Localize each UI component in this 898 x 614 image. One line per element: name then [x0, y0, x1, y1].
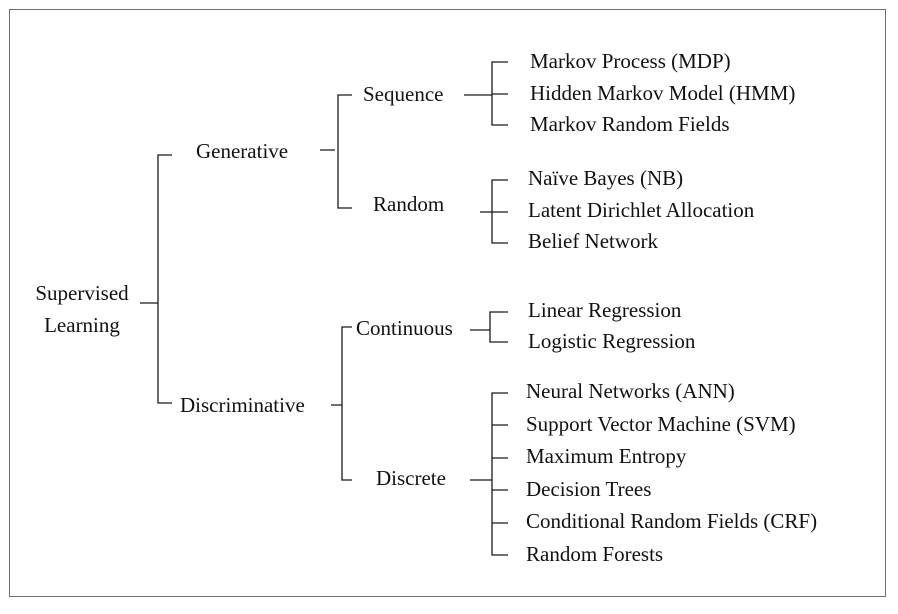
leaf-latent-dirichlet-allocation: Latent Dirichlet Allocation: [528, 198, 755, 222]
sequence-bracket: [464, 61, 508, 126]
discrete-bracket: [470, 392, 508, 556]
continuous-label: Continuous: [356, 316, 453, 340]
root-label-line2: Learning: [44, 313, 120, 337]
leaf-naive-bayes: Naïve Bayes (NB): [528, 166, 683, 190]
discriminative-bracket: [331, 326, 352, 481]
leaf-conditional-random-fields: Conditional Random Fields (CRF): [526, 509, 817, 533]
leaf-markov-random-fields: Markov Random Fields: [530, 112, 730, 136]
leaf-maximum-entropy: Maximum Entropy: [526, 444, 687, 468]
root-label-line1: Supervised: [35, 281, 129, 305]
leaf-support-vector-machine: Support Vector Machine (SVM): [526, 412, 796, 436]
random-label: Random: [373, 192, 444, 216]
leaf-belief-network: Belief Network: [528, 229, 659, 253]
discrete-label: Discrete: [376, 466, 446, 490]
discriminative-label: Discriminative: [180, 393, 305, 417]
leaf-linear-regression: Linear Regression: [528, 298, 682, 322]
tree-connectors: [140, 61, 508, 556]
random-leaves: Naïve Bayes (NB) Latent Dirichlet Alloca…: [528, 166, 755, 253]
leaf-decision-trees: Decision Trees: [526, 477, 651, 501]
leaf-logistic-regression: Logistic Regression: [528, 329, 696, 353]
leaf-random-forests: Random Forests: [526, 542, 663, 566]
sequence-leaves: Markov Process (MDP) Hidden Markov Model…: [530, 49, 795, 136]
discrete-leaves: Neural Networks (ANN) Support Vector Mac…: [526, 379, 817, 566]
continuous-leaves: Linear Regression Logistic Regression: [528, 298, 696, 353]
continuous-bracket: [470, 311, 508, 343]
root-bracket: [140, 154, 172, 404]
leaf-markov-process: Markov Process (MDP): [530, 49, 731, 73]
leaf-neural-networks: Neural Networks (ANN): [526, 379, 735, 403]
generative-label: Generative: [196, 139, 288, 163]
random-bracket: [480, 179, 508, 244]
sequence-label: Sequence: [363, 82, 443, 106]
leaf-hidden-markov-model: Hidden Markov Model (HMM): [530, 81, 795, 105]
generative-bracket: [320, 94, 352, 209]
